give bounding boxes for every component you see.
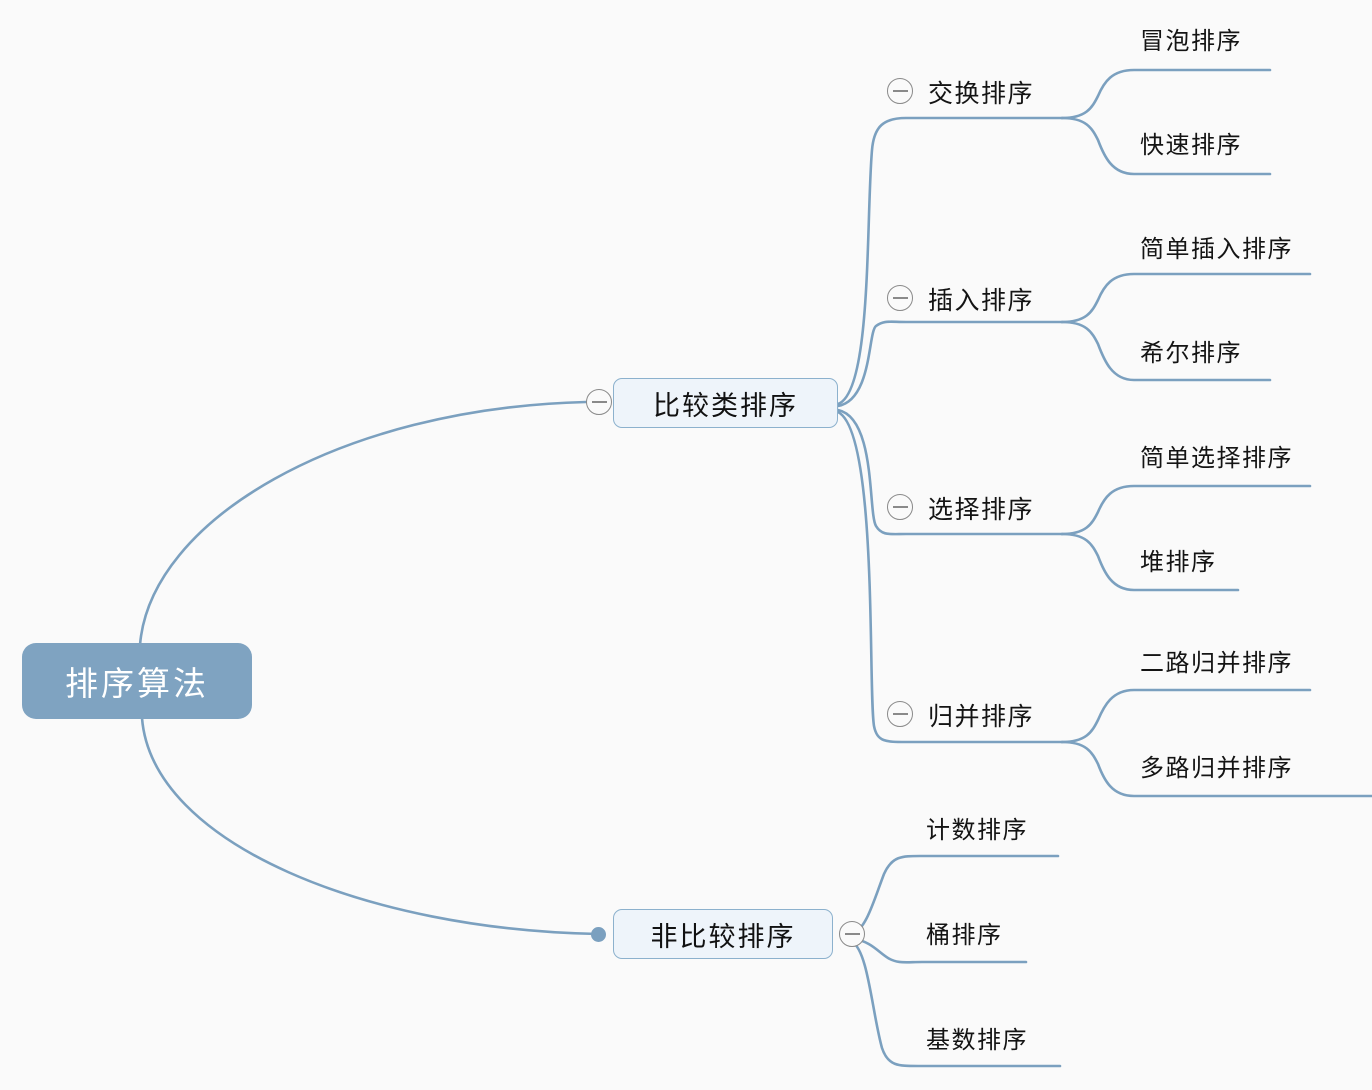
edge-merge-to-two-way <box>1060 688 1312 744</box>
node-merge-sorting[interactable]: 归并排序 <box>928 696 1034 734</box>
toggle-exchange-sorting[interactable] <box>887 78 913 104</box>
root-node-label: 排序算法 <box>65 667 209 703</box>
branch-node-comparison-sorting-label: 比较类排序 <box>653 390 798 421</box>
leaf-node-bubble-sort-label: 冒泡排序 <box>1140 28 1242 55</box>
leaf-node-heap-sort[interactable]: 堆排序 <box>1140 540 1217 578</box>
leaf-node-simple-insertion-sort-label: 简单插入排序 <box>1140 236 1293 263</box>
edge-comparison-to-exchange <box>836 116 1064 406</box>
toggle-merge-sorting[interactable] <box>887 701 913 727</box>
leaf-node-bucket-sort-label: 桶排序 <box>926 922 1003 949</box>
leaf-node-heap-sort-label: 堆排序 <box>1140 549 1217 576</box>
leaf-node-simple-insertion-sort[interactable]: 简单插入排序 <box>1140 227 1293 265</box>
toggle-selection-sorting[interactable] <box>887 494 913 520</box>
node-exchange-sorting[interactable]: 交换排序 <box>928 73 1034 111</box>
edge-comparison-to-merge <box>836 410 1064 744</box>
node-selection-sorting-label: 选择排序 <box>928 497 1035 524</box>
leaf-node-radix-sort[interactable]: 基数排序 <box>926 1018 1028 1056</box>
leaf-node-quick-sort[interactable]: 快速排序 <box>1140 123 1242 161</box>
toggle-insertion-sorting[interactable] <box>887 285 913 311</box>
root-node[interactable]: 排序算法 <box>22 643 252 719</box>
node-insertion-sorting-label: 插入排序 <box>928 288 1035 315</box>
node-merge-sorting-label: 归并排序 <box>928 704 1035 731</box>
edge-root-to-noncomparison <box>140 716 600 936</box>
node-exchange-sorting-label: 交换排序 <box>928 81 1035 108</box>
leaf-node-shell-sort-label: 希尔排序 <box>1140 340 1242 367</box>
edge-insertion-to-simple-insertion <box>1060 272 1312 324</box>
edge-comparison-to-insertion <box>836 320 1064 408</box>
node-selection-sorting[interactable]: 选择排序 <box>928 489 1034 527</box>
leaf-node-simple-selection-sort-label: 简单选择排序 <box>1140 445 1293 472</box>
branch-node-noncomparison-sorting-label: 非比较排序 <box>650 921 796 952</box>
leaf-node-two-way-merge-sort[interactable]: 二路归并排序 <box>1140 641 1293 679</box>
branch-node-noncomparison-sorting[interactable]: 非比较排序 <box>613 909 833 959</box>
toggle-comparison-sorting[interactable] <box>586 389 612 415</box>
connector-dot-noncomparison-sorting <box>591 927 606 942</box>
leaf-node-quick-sort-label: 快速排序 <box>1140 132 1242 159</box>
leaf-node-two-way-merge-sort-label: 二路归并排序 <box>1140 650 1293 677</box>
branch-node-comparison-sorting[interactable]: 比较类排序 <box>613 378 838 428</box>
edge-root-to-comparison <box>138 400 588 647</box>
leaf-node-bubble-sort[interactable]: 冒泡排序 <box>1140 19 1242 57</box>
leaf-node-radix-sort-label: 基数排序 <box>926 1027 1028 1054</box>
edge-exchange-to-bubble <box>1060 68 1272 120</box>
leaf-node-counting-sort-label: 计数排序 <box>926 817 1028 844</box>
leaf-node-multi-way-merge-sort[interactable]: 多路归并排序 <box>1140 746 1293 784</box>
toggle-noncomparison-sorting[interactable] <box>839 921 865 947</box>
leaf-node-bucket-sort[interactable]: 桶排序 <box>926 913 1003 951</box>
leaf-node-simple-selection-sort[interactable]: 简单选择排序 <box>1140 436 1293 474</box>
edge-selection-to-simple-selection <box>1060 484 1312 536</box>
leaf-node-shell-sort[interactable]: 希尔排序 <box>1140 331 1242 369</box>
node-insertion-sorting[interactable]: 插入排序 <box>928 280 1034 318</box>
leaf-node-multi-way-merge-sort-label: 多路归并排序 <box>1140 755 1293 782</box>
leaf-node-counting-sort[interactable]: 计数排序 <box>926 808 1028 846</box>
